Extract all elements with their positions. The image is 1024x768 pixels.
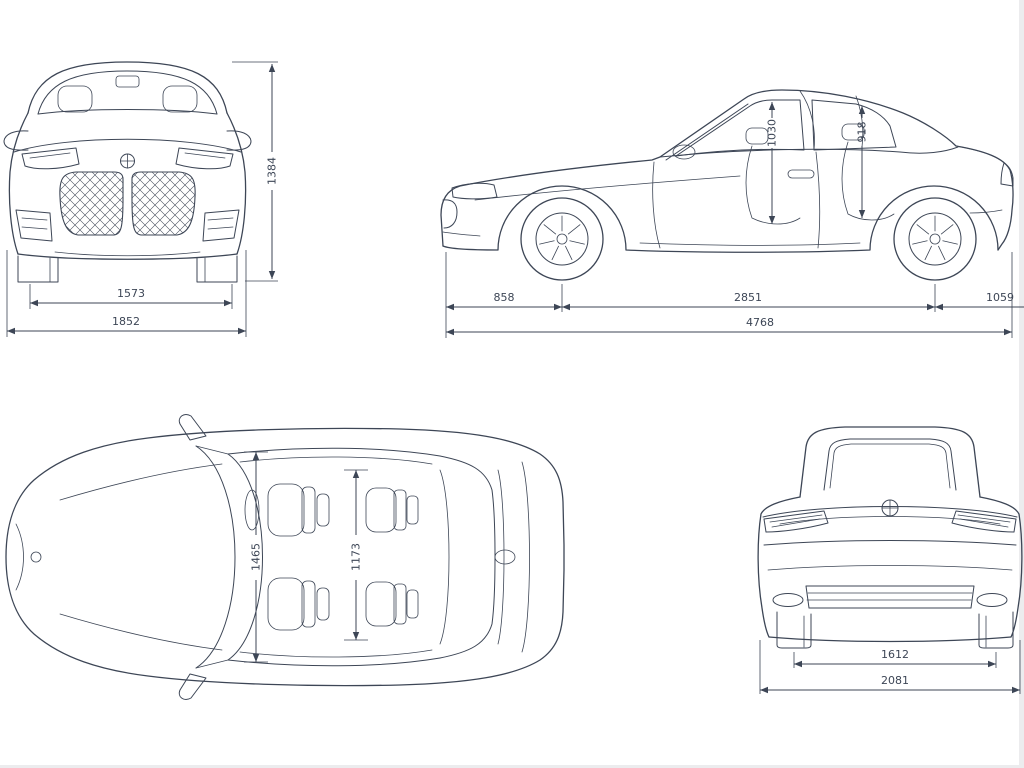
bmw-roundel-icon: [120, 153, 135, 169]
rearview-mirror: [115, 75, 140, 88]
front-wheel: [520, 197, 604, 281]
air-intake-right: [202, 209, 240, 242]
wheelbase-label: 2851: [734, 291, 762, 304]
hood-roundel-icon: [30, 551, 42, 563]
rear-seats-top: [365, 487, 419, 627]
side-view: 1030 918 858 2851 1059 4768: [440, 89, 1024, 338]
front-dimension-annotations: 1384 1573 1852: [6, 61, 279, 337]
front-seats-top: [267, 483, 330, 631]
air-intake-left: [15, 209, 53, 242]
kidney-grille-right: [131, 171, 196, 236]
exhaust-right: [976, 593, 1008, 607]
rear-tire-left: [776, 611, 812, 649]
front-width-label: 1852: [112, 315, 140, 328]
taillight-right: [951, 510, 1017, 533]
top-mirror-upper: [178, 414, 207, 441]
side-mirror-left: [3, 130, 29, 151]
diffuser: [805, 585, 975, 609]
antenna-fin: [494, 549, 516, 565]
front-overhang-label: 858: [494, 291, 515, 304]
rear-width-label: 2081: [881, 674, 909, 687]
headlight-left: [21, 147, 80, 170]
side-seats: [745, 123, 895, 225]
rear-headroom-label: 918: [856, 122, 869, 143]
kidney-grille-left: [59, 171, 124, 236]
headrest-left: [57, 85, 93, 113]
side-car-drawing: [440, 89, 1014, 281]
top-mirror-lower: [178, 673, 207, 700]
taillight-side: [1000, 162, 1014, 187]
front-tire-left: [17, 255, 59, 283]
overall-length-label: 4768: [746, 316, 774, 329]
front-view: 1384 1573 1852: [3, 61, 279, 337]
rear-roundel-icon: [881, 499, 899, 517]
front-height-label: 1384: [266, 157, 279, 185]
rear-window: [823, 438, 957, 491]
side-dimension-annotations: 1030 918 858 2851 1059 4768: [445, 102, 1024, 338]
front-headroom-label: 1030: [766, 119, 779, 147]
grille-side: [442, 199, 458, 229]
top-dimension-annotations: 1465 1173: [244, 451, 368, 663]
rear-view: 1612 2081: [757, 426, 1023, 694]
rear-car-drawing: [757, 426, 1023, 649]
headrest-right: [162, 85, 198, 113]
top-car-drawing: [5, 414, 565, 700]
rear-track-label: 1612: [881, 648, 909, 661]
door-mirror: [672, 144, 696, 160]
steering-wheel: [244, 489, 260, 531]
rear-dimension-annotations: 1612 2081: [759, 640, 1021, 694]
rear-overhang-label: 1059: [986, 291, 1014, 304]
front-tire-right: [196, 255, 238, 283]
front-track-label: 1573: [117, 287, 145, 300]
taillight-left: [763, 510, 829, 533]
headlight-right: [175, 147, 234, 170]
rear-tire-right: [978, 611, 1014, 649]
exhaust-left: [772, 593, 804, 607]
rear-interior-width-label: 1173: [350, 543, 363, 571]
side-mirror-right: [226, 130, 252, 151]
front-interior-width-label: 1465: [250, 543, 263, 571]
door-handle: [787, 169, 815, 179]
top-view: 1465 1173: [5, 414, 565, 700]
front-car-drawing: [3, 61, 252, 283]
rear-wheel: [893, 197, 977, 281]
headlight-side: [451, 182, 498, 200]
